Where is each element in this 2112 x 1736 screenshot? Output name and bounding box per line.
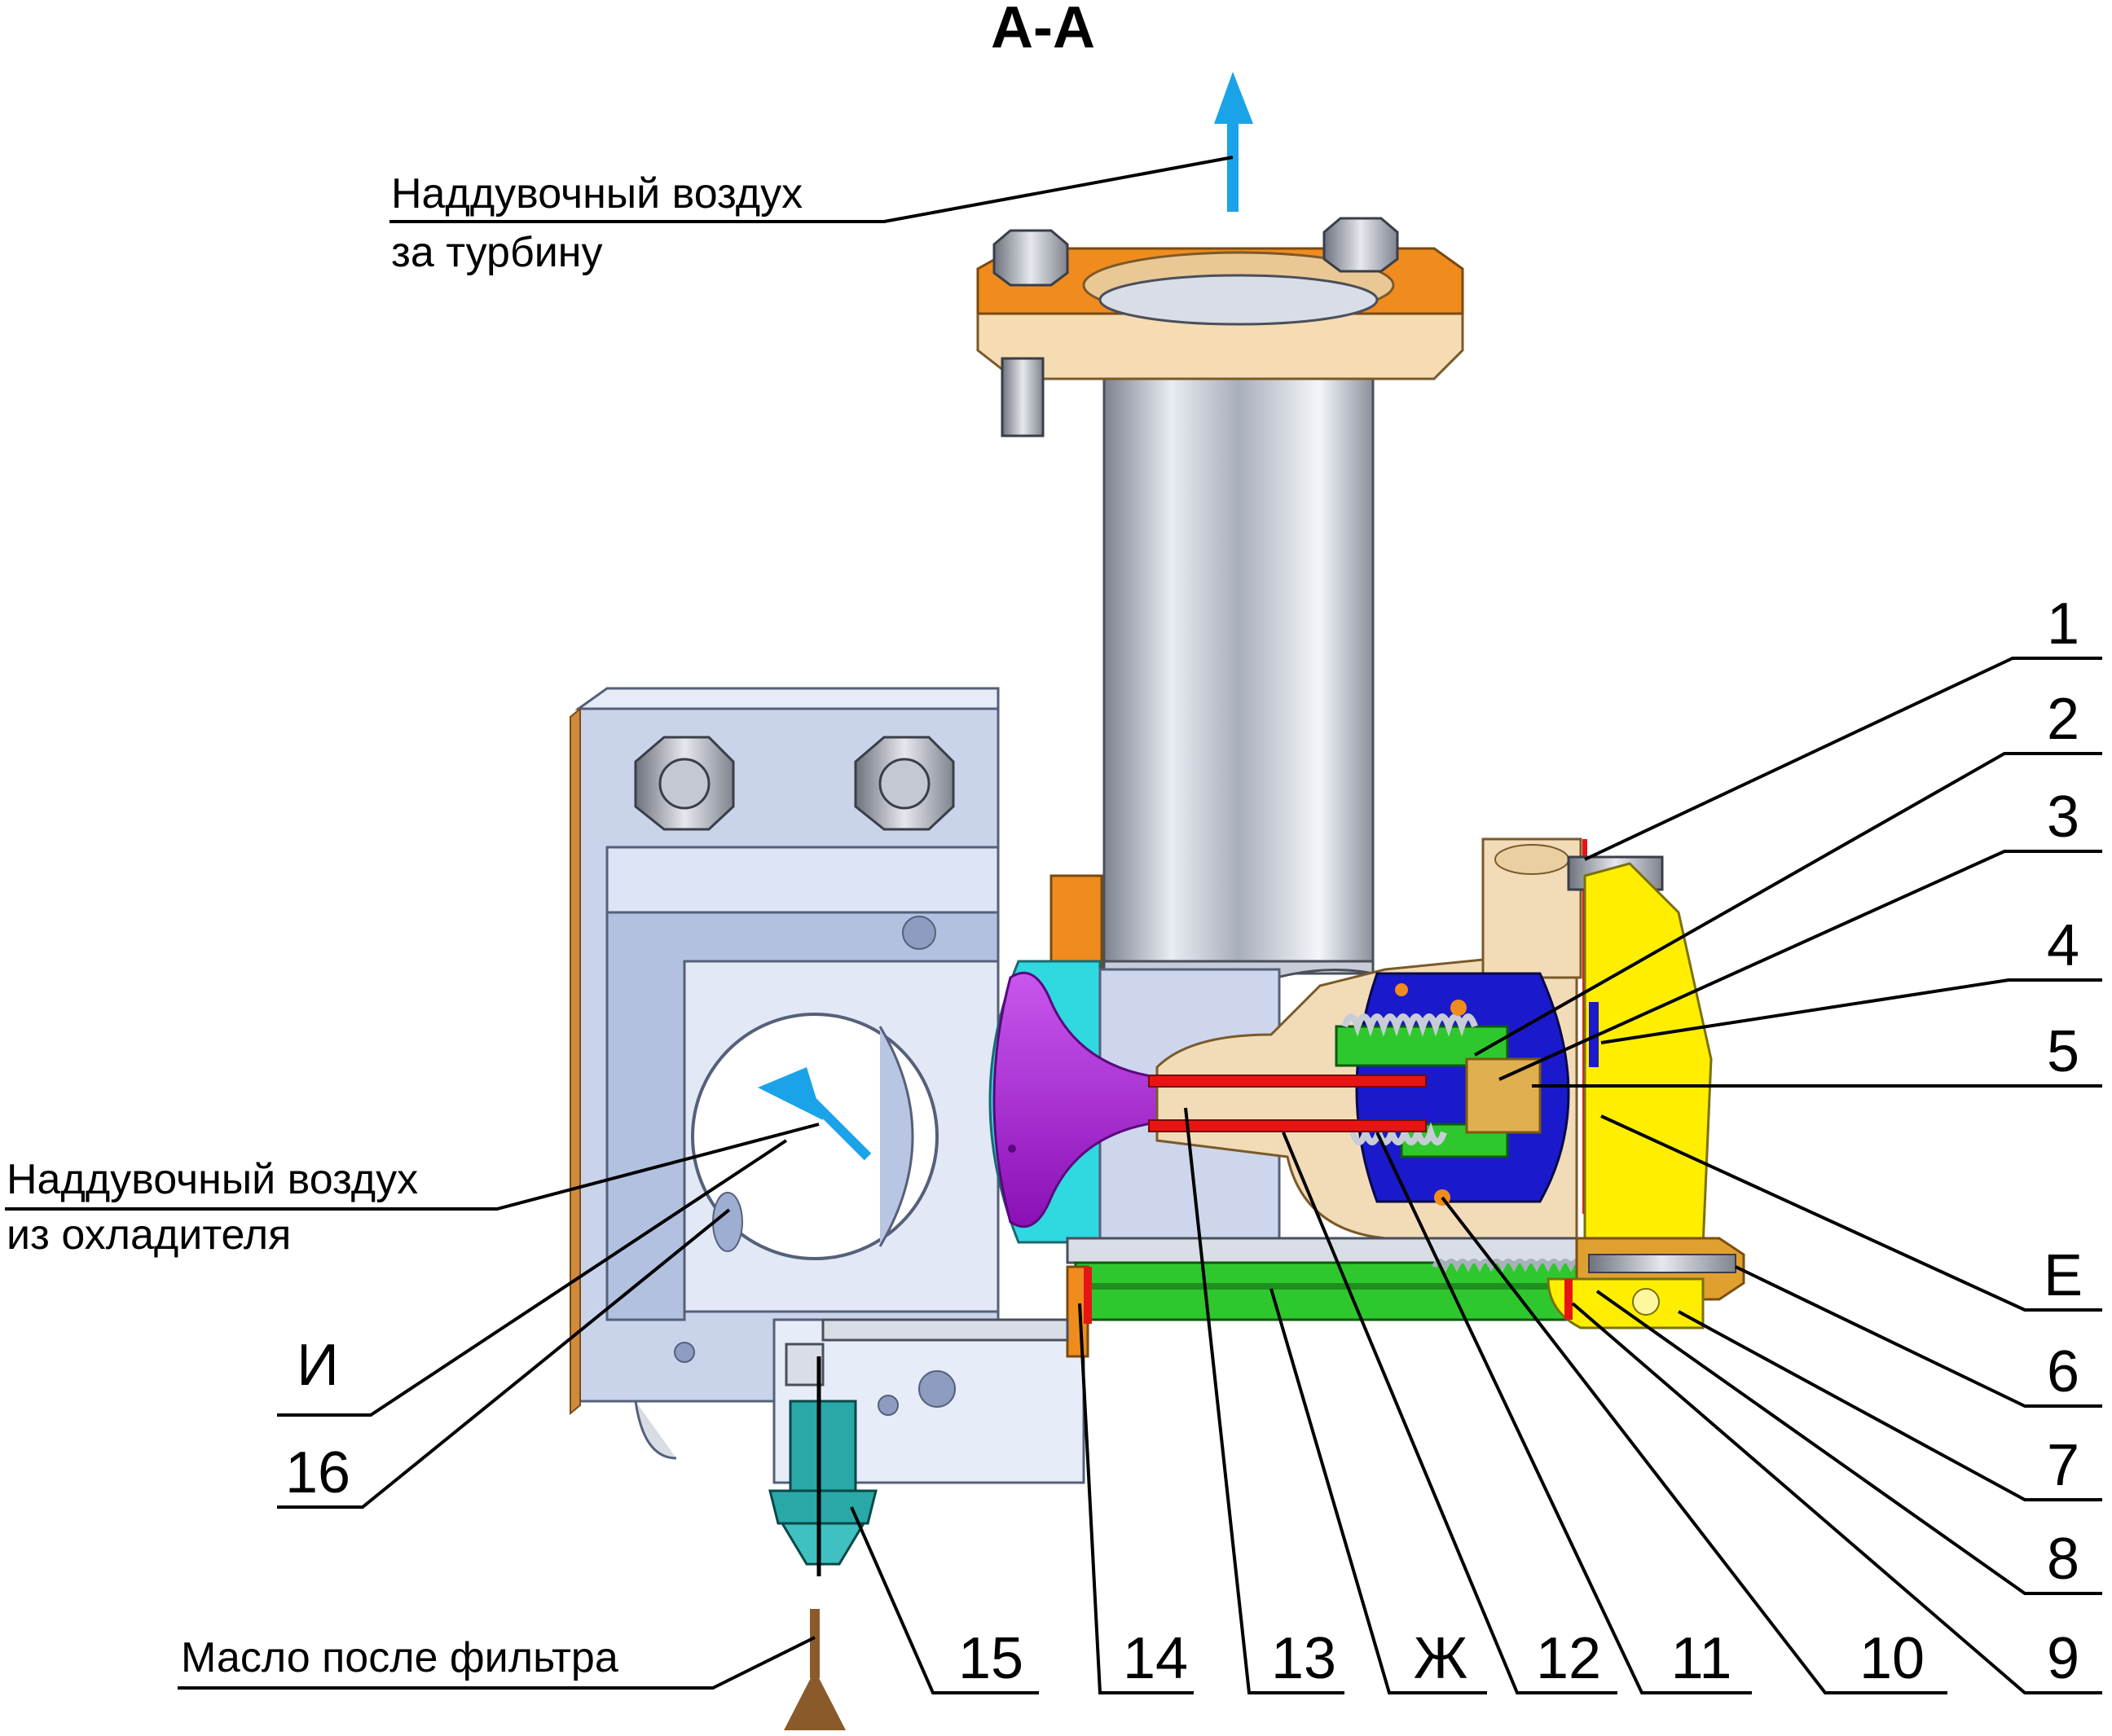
outlet-pipe: [1102, 275, 1375, 1003]
leader-air-in: [5, 1123, 820, 1211]
svg-text:1: 1: [2047, 591, 2079, 657]
svg-text:4: 4: [2047, 913, 2079, 978]
svg-text:9: 9: [2047, 1626, 2079, 1691]
annotation-air-out-line2: за турбину: [391, 229, 603, 276]
section-title: А-А: [991, 0, 1095, 60]
leader-air-out: [389, 156, 1234, 223]
air-inlet-arrow: [758, 1067, 872, 1161]
leader-oil: [178, 1636, 816, 1690]
svg-text:2: 2: [2047, 687, 2079, 752]
label-E: Е: [1600, 1114, 2102, 1312]
svg-text:15: 15: [958, 1626, 1023, 1691]
top-flange: [976, 217, 1464, 437]
label-14: 14: [1078, 1303, 1194, 1694]
oil-arrow: [784, 1609, 846, 1730]
nut-right: [854, 736, 955, 831]
label-13: 13: [1184, 1107, 1344, 1694]
control-rod-channel: [1066, 1237, 1745, 1358]
svg-text:13: 13: [1271, 1626, 1336, 1691]
label-11: 11: [1375, 1132, 1752, 1694]
label-1: 1: [1584, 591, 2102, 861]
annotation-oil: Масло после фильтра: [181, 1634, 618, 1681]
label-8: 8: [1595, 1290, 2102, 1595]
label-2: 2: [1474, 687, 2102, 1057]
svg-text:7: 7: [2047, 1433, 2079, 1498]
actuator-assembly: [1148, 837, 1713, 1272]
label-5: 5: [1532, 1019, 2102, 1088]
svg-text:11: 11: [1671, 1626, 1732, 1691]
nut-left: [634, 736, 735, 831]
annotation-air-in-line2: из охладителя: [7, 1211, 291, 1259]
svg-text:16: 16: [285, 1440, 350, 1505]
label-7: 7: [1678, 1310, 2102, 1501]
spring-lower: [1349, 1122, 1447, 1145]
label-Zh: Ж: [1269, 1288, 1487, 1694]
label-4: 4: [1600, 913, 2102, 1044]
air-outlet-arrow: [1214, 72, 1253, 212]
label-16: 16: [277, 1208, 731, 1509]
svg-text:14: 14: [1123, 1626, 1188, 1691]
label-15: 15: [850, 1506, 1039, 1694]
housing-block: [570, 687, 1085, 1484]
label-12: 12: [1282, 1132, 1617, 1694]
svg-text:Ж: Ж: [1414, 1626, 1467, 1691]
svg-text:И: И: [297, 1333, 339, 1398]
label-9: 9: [1571, 1302, 2102, 1694]
label-6: 6: [1735, 1265, 2102, 1408]
svg-text:8: 8: [2047, 1527, 2079, 1592]
label-10: 10: [1441, 1196, 1947, 1694]
label-I: И: [277, 1139, 788, 1417]
svg-text:10: 10: [1859, 1626, 1925, 1691]
svg-text:3: 3: [2047, 784, 2079, 850]
label-3: 3: [1498, 784, 2102, 1081]
svg-text:5: 5: [2047, 1019, 2079, 1084]
svg-text:Е: Е: [2044, 1243, 2083, 1308]
svg-text:6: 6: [2047, 1339, 2079, 1404]
oil-fitting: [768, 1318, 1069, 1576]
svg-text:12: 12: [1536, 1626, 1601, 1691]
spring-upper: [1341, 1013, 1478, 1037]
annotation-air-in-line1: Наддувочный воздух: [7, 1156, 418, 1203]
annotation-air-out-line1: Наддувочный воздух: [391, 170, 803, 218]
